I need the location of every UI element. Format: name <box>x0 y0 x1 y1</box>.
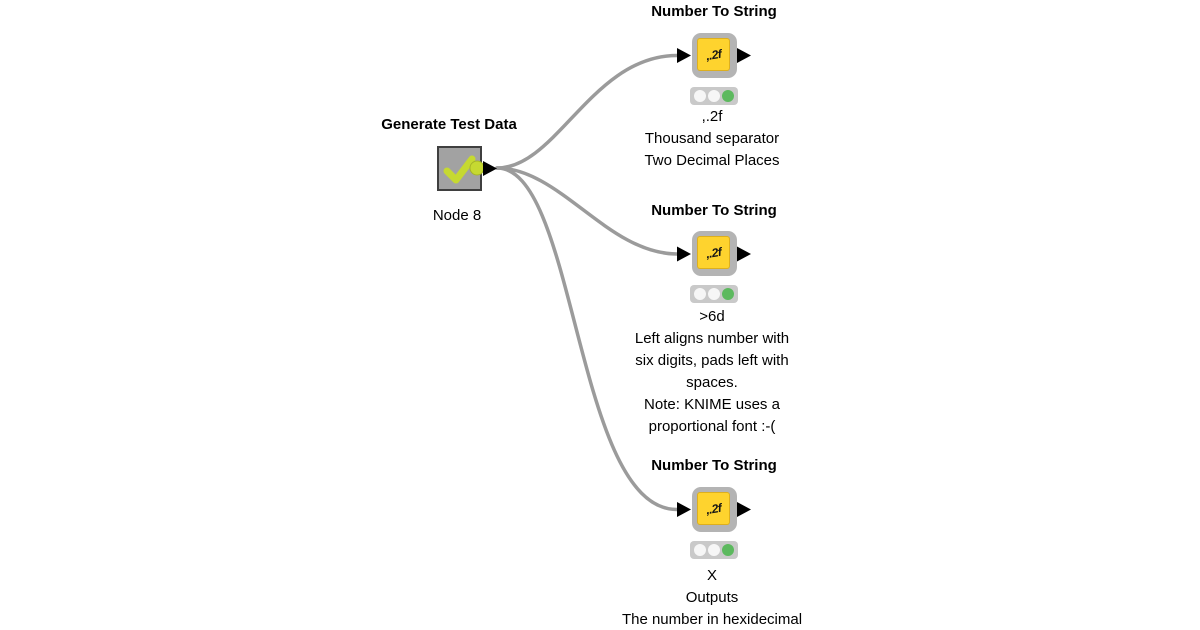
traffic-green-light <box>722 288 734 300</box>
traffic-red-light <box>694 544 706 556</box>
node2-output-port-icon[interactable] <box>737 246 751 262</box>
node1-traffic-light <box>690 87 738 105</box>
node3-title: Number To String <box>651 457 777 474</box>
source-output-port-icon[interactable] <box>469 160 485 176</box>
traffic-yellow-light <box>708 544 720 556</box>
traffic-yellow-light <box>708 288 720 300</box>
node2-input-port-icon[interactable] <box>677 246 691 262</box>
node1-title: Number To String <box>651 3 777 20</box>
node1-annotation[interactable]: ,.2f Thousand separator Two Decimal Plac… <box>644 108 780 169</box>
node3-traffic-light <box>690 541 738 559</box>
node3-body[interactable]: ,.2f <box>692 487 737 532</box>
wire-source-to-node1[interactable] <box>495 53 679 170</box>
wire-source-to-node3[interactable] <box>495 166 679 512</box>
traffic-yellow-light <box>708 90 720 102</box>
node3-output-port-icon[interactable] <box>737 502 751 517</box>
source-node-name[interactable]: Node 8 <box>432 207 482 224</box>
node1-input-port-icon[interactable] <box>677 48 691 63</box>
source-output-port-triangle-icon[interactable] <box>483 161 497 176</box>
node1-output-port-icon[interactable] <box>737 48 751 63</box>
traffic-red-light <box>694 288 706 300</box>
number-to-string-icon: ,.2f <box>697 492 730 525</box>
traffic-green-light <box>722 90 734 102</box>
number-to-string-icon: ,.2f <box>697 38 730 71</box>
traffic-green-light <box>722 544 734 556</box>
wire-source-to-node2[interactable] <box>495 166 679 256</box>
node2-title: Number To String <box>651 202 777 219</box>
node3-input-port-icon[interactable] <box>677 502 691 517</box>
traffic-red-light <box>694 90 706 102</box>
source-node-title: Generate Test Data <box>381 116 517 133</box>
node1-body[interactable]: ,.2f <box>692 33 737 78</box>
checkmark-icon <box>443 155 476 184</box>
node2-body[interactable]: ,.2f <box>692 231 737 276</box>
number-to-string-icon: ,.2f <box>697 236 730 269</box>
node2-traffic-light <box>690 285 738 303</box>
node2-annotation[interactable]: >6d Left aligns number with six digits, … <box>634 308 790 435</box>
node3-annotation[interactable]: X Outputs The number in hexidecimal <box>621 567 803 628</box>
